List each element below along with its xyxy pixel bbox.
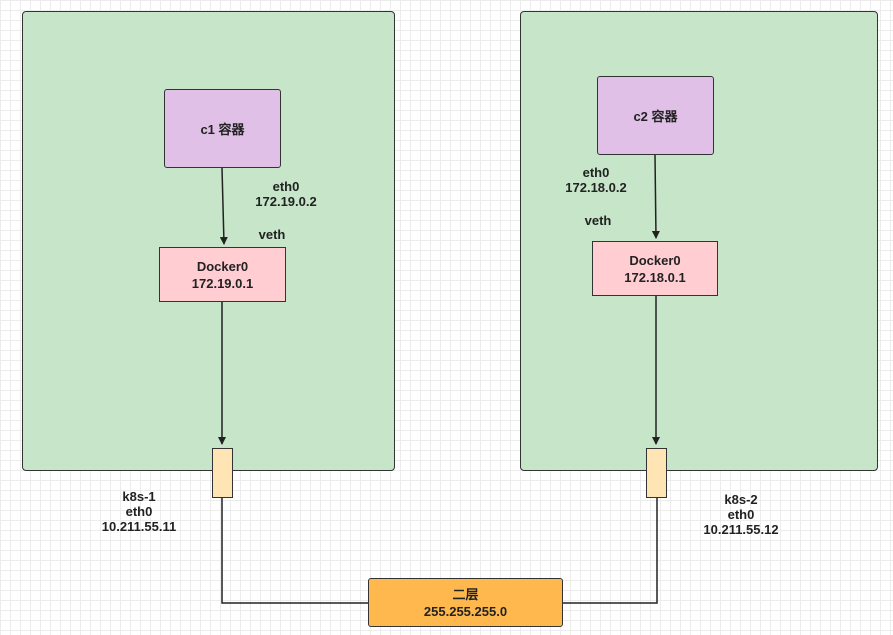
c2-to-docker0-veth-line xyxy=(651,154,660,239)
c2-eth0-label: eth0 172.18.0.2 xyxy=(565,165,627,195)
c1-eth0-label: eth0 172.19.0.2 xyxy=(255,179,317,209)
k8s1-eth0-port xyxy=(212,448,233,498)
k8s1-to-switch-line xyxy=(221,498,368,604)
docker0-ip: 172.18.0.1 xyxy=(624,269,686,285)
docker0-bridge-host2: Docker0 172.18.0.1 xyxy=(592,241,718,296)
container-c1: c1 容器 xyxy=(164,89,281,168)
switch-label: 二层 xyxy=(452,586,479,602)
layer2-switch: 二层 255.255.255.0 xyxy=(368,578,563,627)
c1-veth-label: veth xyxy=(258,227,286,242)
host-k8s-1-box xyxy=(22,11,395,471)
docker0-ip: 172.19.0.1 xyxy=(191,275,254,291)
k8s2-node-label: k8s-2 eth0 10.211.55.12 xyxy=(703,492,779,537)
container-c2: c2 容器 xyxy=(597,76,714,155)
container-c2-label: c2 容器 xyxy=(633,109,678,124)
docker0-label: Docker0 xyxy=(196,258,249,274)
k8s2-eth0-port xyxy=(646,448,667,498)
switch-mask: 255.255.255.0 xyxy=(423,603,508,619)
switch-to-k8s2-line xyxy=(563,498,658,604)
docker0-bridge-host1: Docker0 172.19.0.1 xyxy=(159,247,286,302)
c1-to-docker0-veth-line xyxy=(219,167,228,245)
c2-veth-label: veth xyxy=(584,213,612,228)
container-c1-label: c1 容器 xyxy=(200,122,245,137)
docker0-label: Docker0 xyxy=(629,252,681,268)
k8s1-node-label: k8s-1 eth0 10.211.55.11 xyxy=(101,489,177,534)
